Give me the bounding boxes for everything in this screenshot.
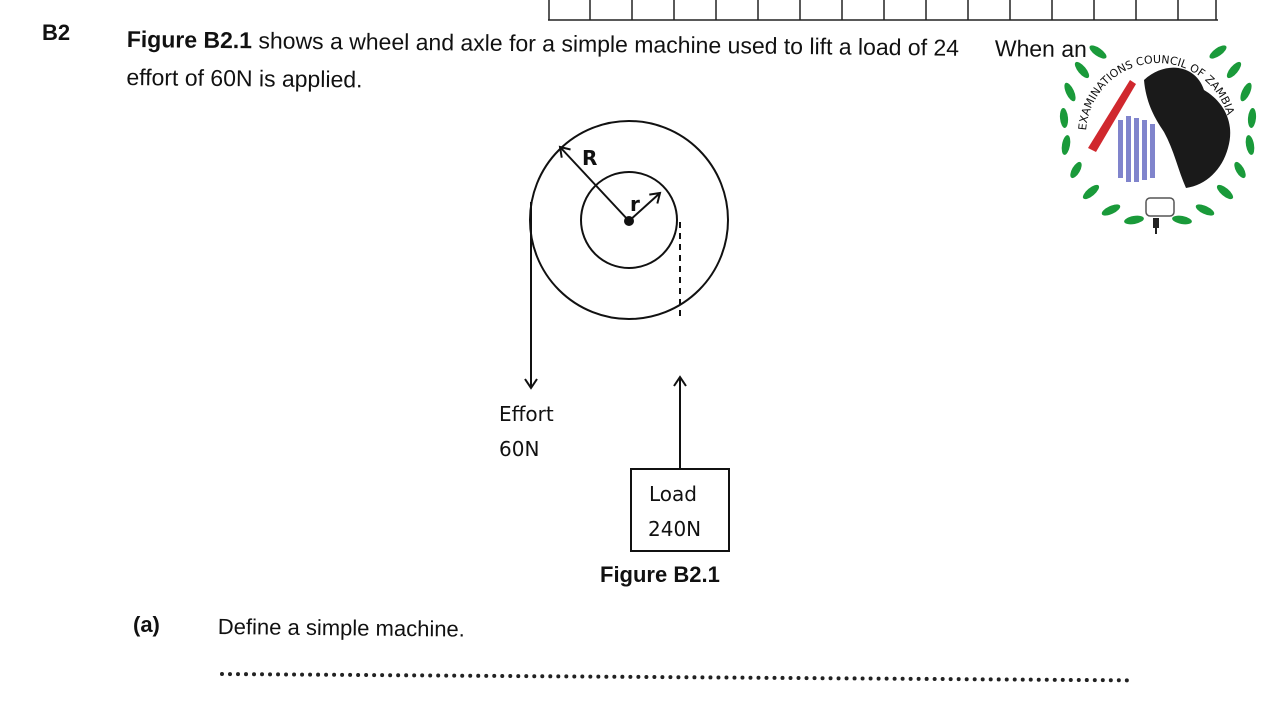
question-number: B2 (42, 20, 71, 45)
eagle-icon (1144, 67, 1231, 188)
load-box (630, 468, 730, 552)
axle-circle (580, 171, 678, 269)
effort-label: Effort (499, 402, 554, 426)
waterfall-icon (1118, 116, 1155, 182)
laurel-wreath-icon (1059, 45, 1257, 225)
figure-reference: Figure B2.1 (126, 25, 253, 54)
subquestion-letter: (a) (133, 612, 160, 637)
pen-icon (1088, 80, 1136, 152)
answer-box-grid (548, 0, 1218, 21)
subquestion-text: Define a simple machine. (217, 614, 466, 642)
key-icon (1153, 218, 1159, 234)
examinations-council-seal-icon: EXAMINATIONS COUNCIL OF ZAMBIA (1059, 45, 1257, 234)
radius-r-arrow (628, 191, 662, 222)
wheel-axle-diagram: R r Effort 60N Load 240N (499, 120, 730, 552)
effort-value: 60N (499, 437, 539, 461)
radius-R-arrow (558, 145, 630, 222)
load-value: 240N (648, 517, 701, 541)
load-label: Load (649, 482, 697, 506)
radius-r-label: r (630, 192, 640, 216)
stem-text: shows a wheel and axle for a simple mach… (251, 27, 960, 61)
radius-R-label: R (582, 146, 597, 170)
answer-line[interactable] (219, 672, 1130, 683)
scroll-icon (1145, 197, 1175, 217)
figure-caption: Figure B2.1 (600, 562, 720, 587)
